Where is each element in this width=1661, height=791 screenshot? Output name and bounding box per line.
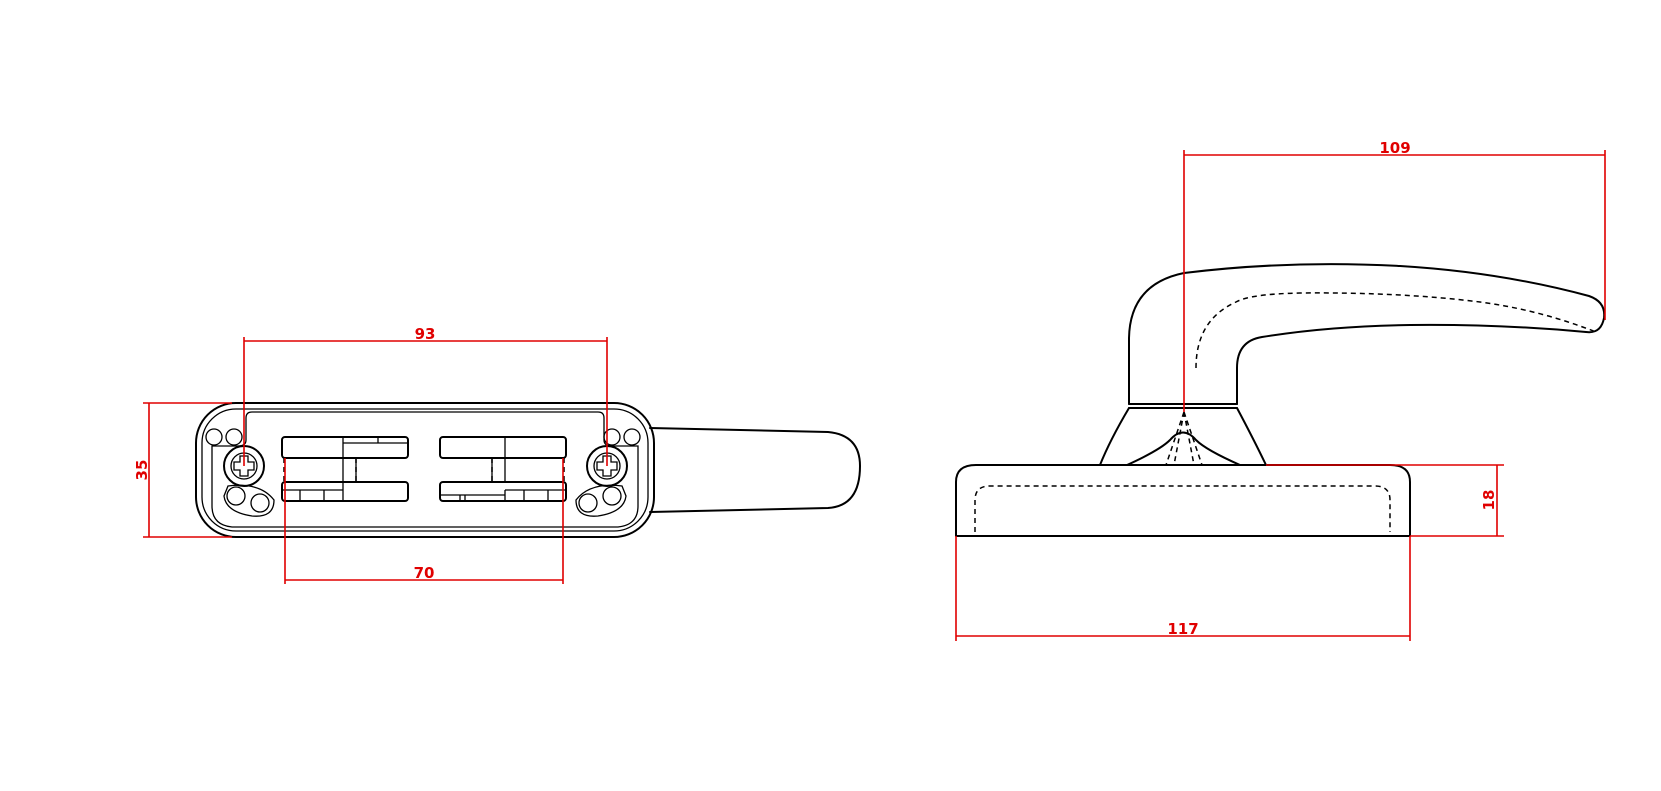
hole-right-bottom-2 [602, 486, 622, 506]
hole-left-bottom-2 [250, 493, 270, 513]
dim-70-label: 70 [414, 564, 435, 582]
hole-left-top-1 [205, 428, 223, 446]
hole-left-bottom-1 [226, 486, 246, 506]
base-plate-side [955, 464, 1411, 537]
dim-35-label: 35 [133, 460, 151, 481]
dimensions-left-view: 93 70 35 [133, 325, 608, 584]
dim-109-label: 109 [1379, 139, 1410, 157]
slots-right [439, 436, 567, 502]
dim-117-lines [955, 536, 1411, 641]
lever-hidden-edge [1195, 292, 1597, 369]
dim-70-lines [284, 458, 564, 584]
slots-left [281, 436, 409, 502]
dim-18-lines [1266, 464, 1504, 537]
collar [1128, 403, 1238, 409]
dim-93-label: 93 [415, 325, 436, 343]
slot-hidden-lines [283, 458, 565, 482]
lever [1128, 263, 1606, 405]
dim-109-lines [1183, 150, 1606, 412]
spindle-hidden [1165, 411, 1203, 466]
dimensions-right-view: 109 117 18 [955, 139, 1606, 641]
slot-left-bottom [223, 484, 275, 517]
hole-right-top-1 [603, 428, 621, 446]
handle-side-view [955, 263, 1606, 537]
rose [1099, 407, 1267, 466]
dim-93-lines [243, 337, 608, 466]
dim-117-label: 117 [1167, 620, 1198, 638]
hole-left-top-2 [225, 428, 243, 446]
dim-35-lines [143, 402, 232, 538]
slot-right-bottom [575, 484, 627, 517]
plate-recess [211, 411, 639, 528]
hole-right-bottom-1 [578, 493, 598, 513]
plate-inner-rim [201, 408, 649, 532]
base-plate-bottom-view [195, 402, 861, 538]
dim-18-label: 18 [1480, 490, 1498, 511]
plate-outer-rim [195, 402, 655, 538]
handle-stub [649, 427, 861, 513]
hole-right-top-2 [623, 428, 641, 446]
base-hidden-outline [974, 485, 1391, 532]
